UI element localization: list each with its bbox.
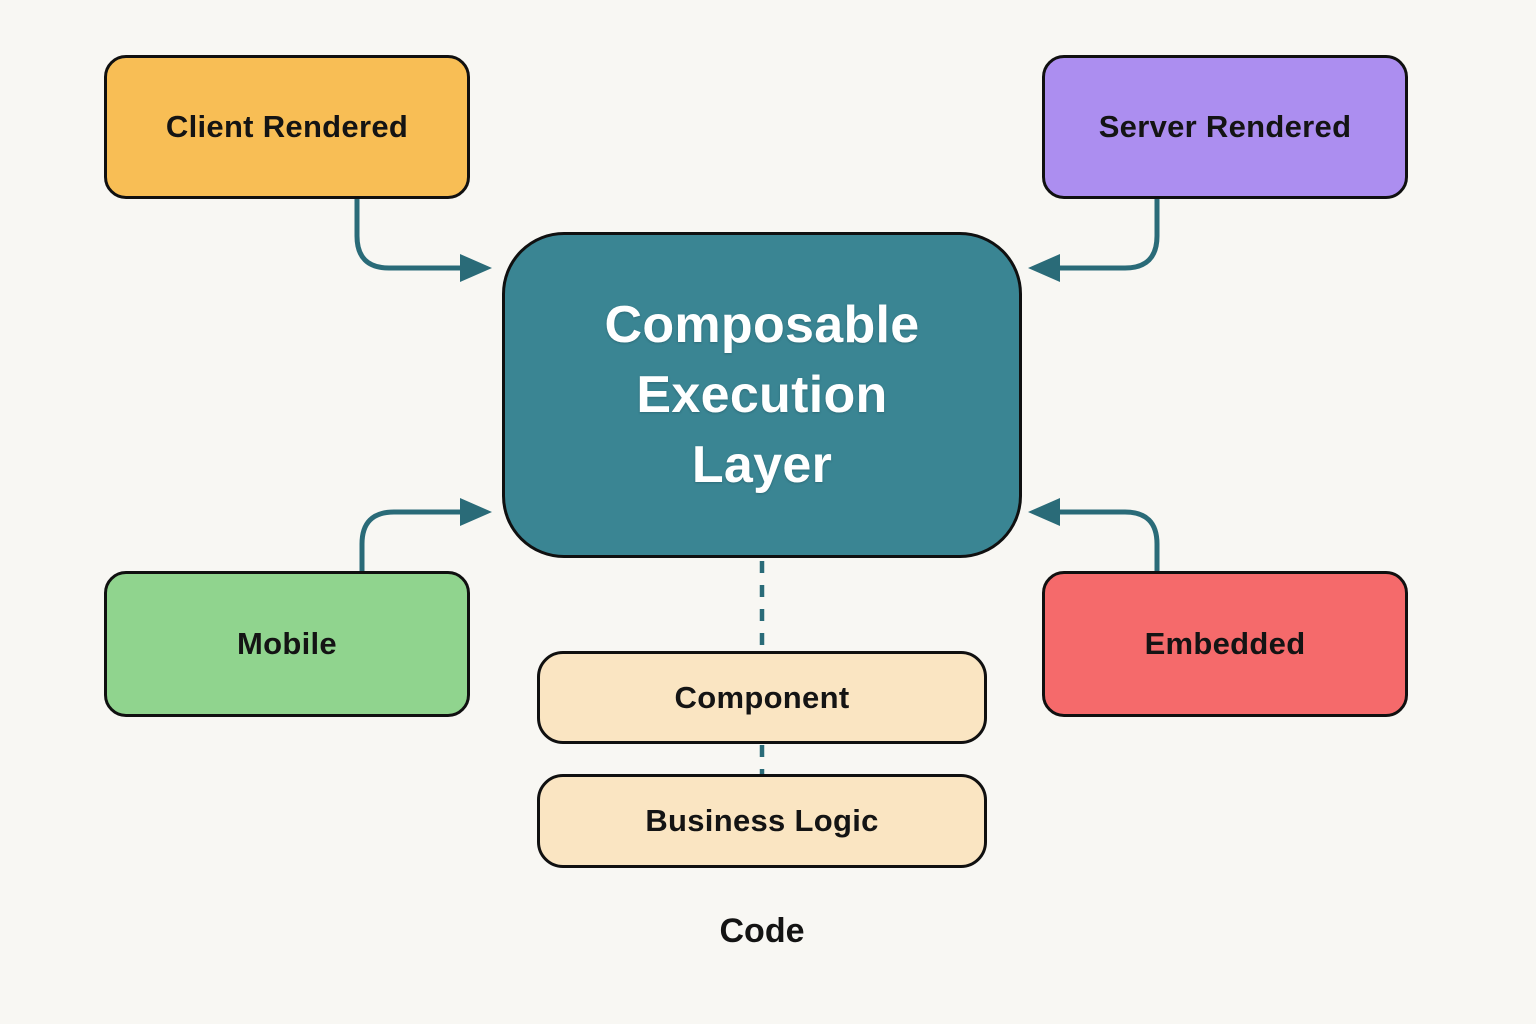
center-label-line-2: Execution bbox=[636, 366, 888, 424]
arrow-client-rendered-to-center bbox=[354, 199, 462, 271]
node-embedded: Embedded bbox=[1042, 571, 1408, 717]
node-client-rendered: Client Rendered bbox=[104, 55, 470, 199]
node-mobile: Mobile bbox=[104, 571, 470, 717]
node-composable-execution-layer: Composable Execution Layer bbox=[502, 232, 1022, 558]
node-component: Component bbox=[537, 651, 987, 744]
node-component-label: Component bbox=[674, 679, 850, 715]
arrowhead-mobile-icon bbox=[460, 498, 492, 526]
center-label-line-1: Composable bbox=[604, 296, 920, 354]
node-business-logic: Business Logic bbox=[537, 774, 987, 868]
center-label-line-3: Layer bbox=[691, 436, 833, 494]
arrowhead-server-rendered-icon bbox=[1028, 254, 1060, 282]
arrow-server-rendered-to-center bbox=[1058, 199, 1160, 271]
arrowhead-client-rendered-icon bbox=[460, 254, 492, 282]
node-mobile-label: Mobile bbox=[237, 626, 337, 661]
code-caption: Code bbox=[719, 912, 805, 950]
node-business-logic-label: Business Logic bbox=[645, 803, 879, 838]
node-client-rendered-label: Client Rendered bbox=[165, 109, 409, 144]
arrowhead-embedded-icon bbox=[1028, 498, 1060, 526]
node-embedded-label: Embedded bbox=[1144, 626, 1306, 661]
node-server-rendered-label: Server Rendered bbox=[1098, 109, 1352, 144]
arrow-embedded-to-center bbox=[1058, 509, 1160, 573]
arrow-mobile-to-center bbox=[359, 509, 462, 573]
node-server-rendered: Server Rendered bbox=[1042, 55, 1408, 199]
